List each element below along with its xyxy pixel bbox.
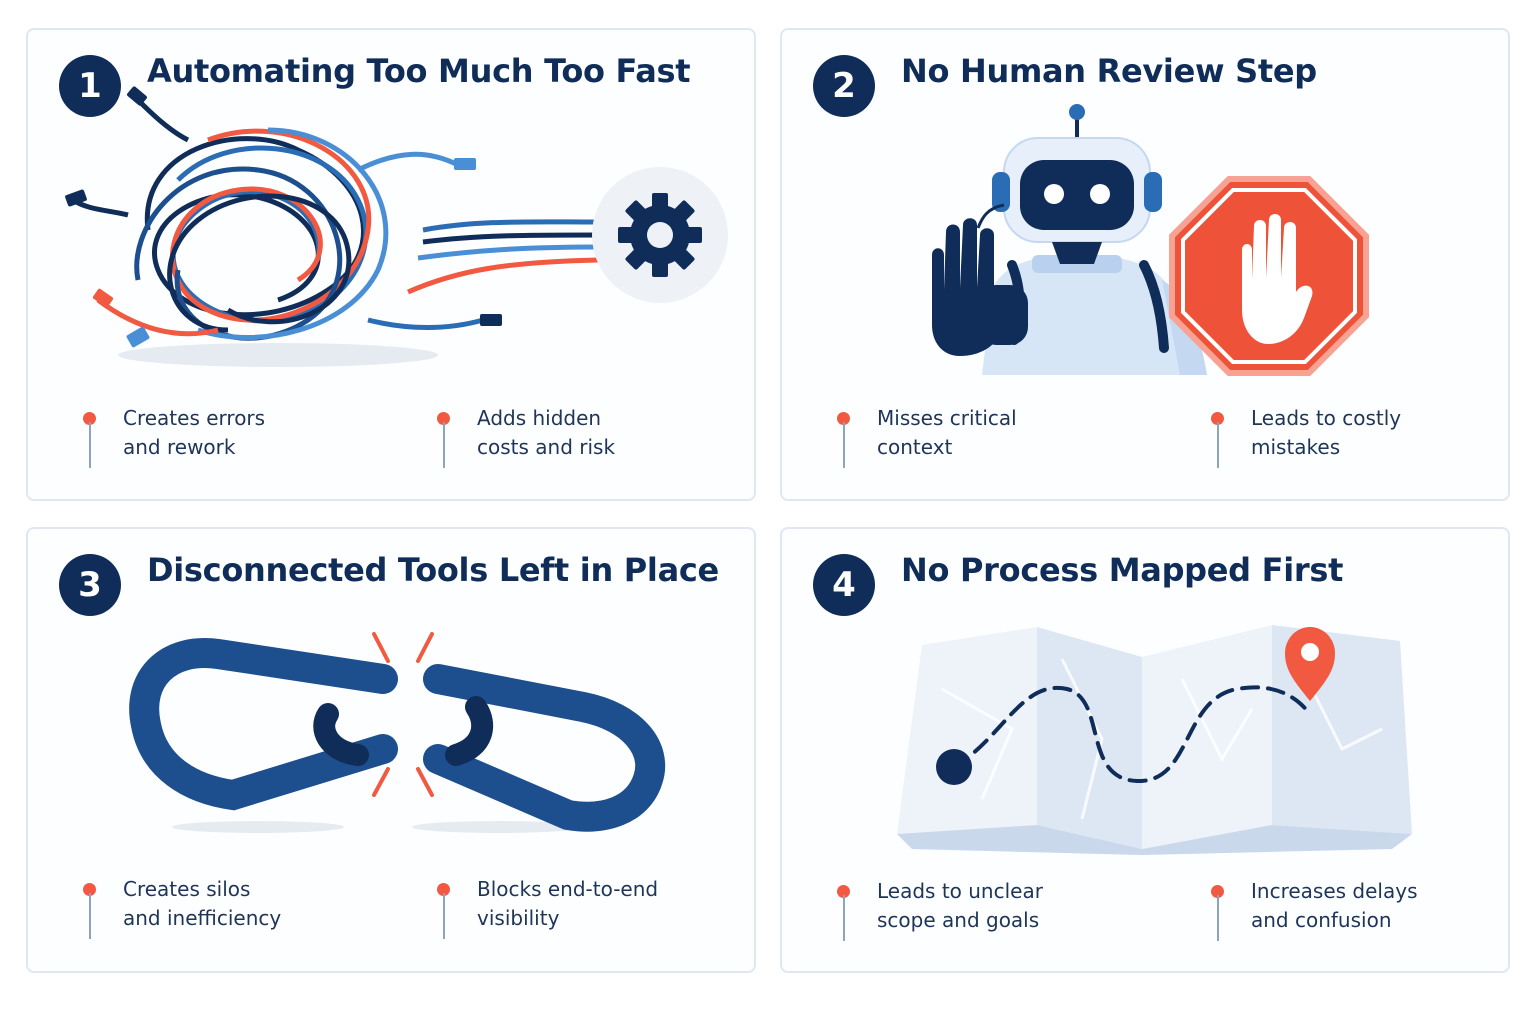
step-number-badge: 1 xyxy=(59,55,121,117)
step-number-badge: 4 xyxy=(813,554,875,616)
step-number-badge: 3 xyxy=(59,554,121,616)
location-pin-icon xyxy=(1285,627,1335,701)
stop-hand-icon xyxy=(1169,176,1369,376)
broken-chain-icon xyxy=(129,632,666,833)
card-automating-too-much: 1 Automating Too Much Too Fast xyxy=(26,28,756,501)
card-title: No Process Mapped First xyxy=(901,551,1344,589)
map-route-icon xyxy=(897,625,1412,855)
robot-icon xyxy=(932,104,1369,376)
card-no-human-review: 2 No Human Review Step Misses cr xyxy=(780,28,1510,501)
card-title: Disconnected Tools Left in Place xyxy=(147,551,719,589)
gear-icon xyxy=(618,193,702,277)
card-title: Automating Too Much Too Fast xyxy=(147,52,691,90)
card-disconnected-tools: 3 Disconnected Tools Left in Place Creat… xyxy=(26,527,756,973)
tangled-cables-icon xyxy=(65,86,728,367)
card-no-process-mapped: 4 No Process Mapped First Leads to uncle… xyxy=(780,527,1510,973)
card-title: No Human Review Step xyxy=(901,52,1317,90)
step-number-badge: 2 xyxy=(813,55,875,117)
